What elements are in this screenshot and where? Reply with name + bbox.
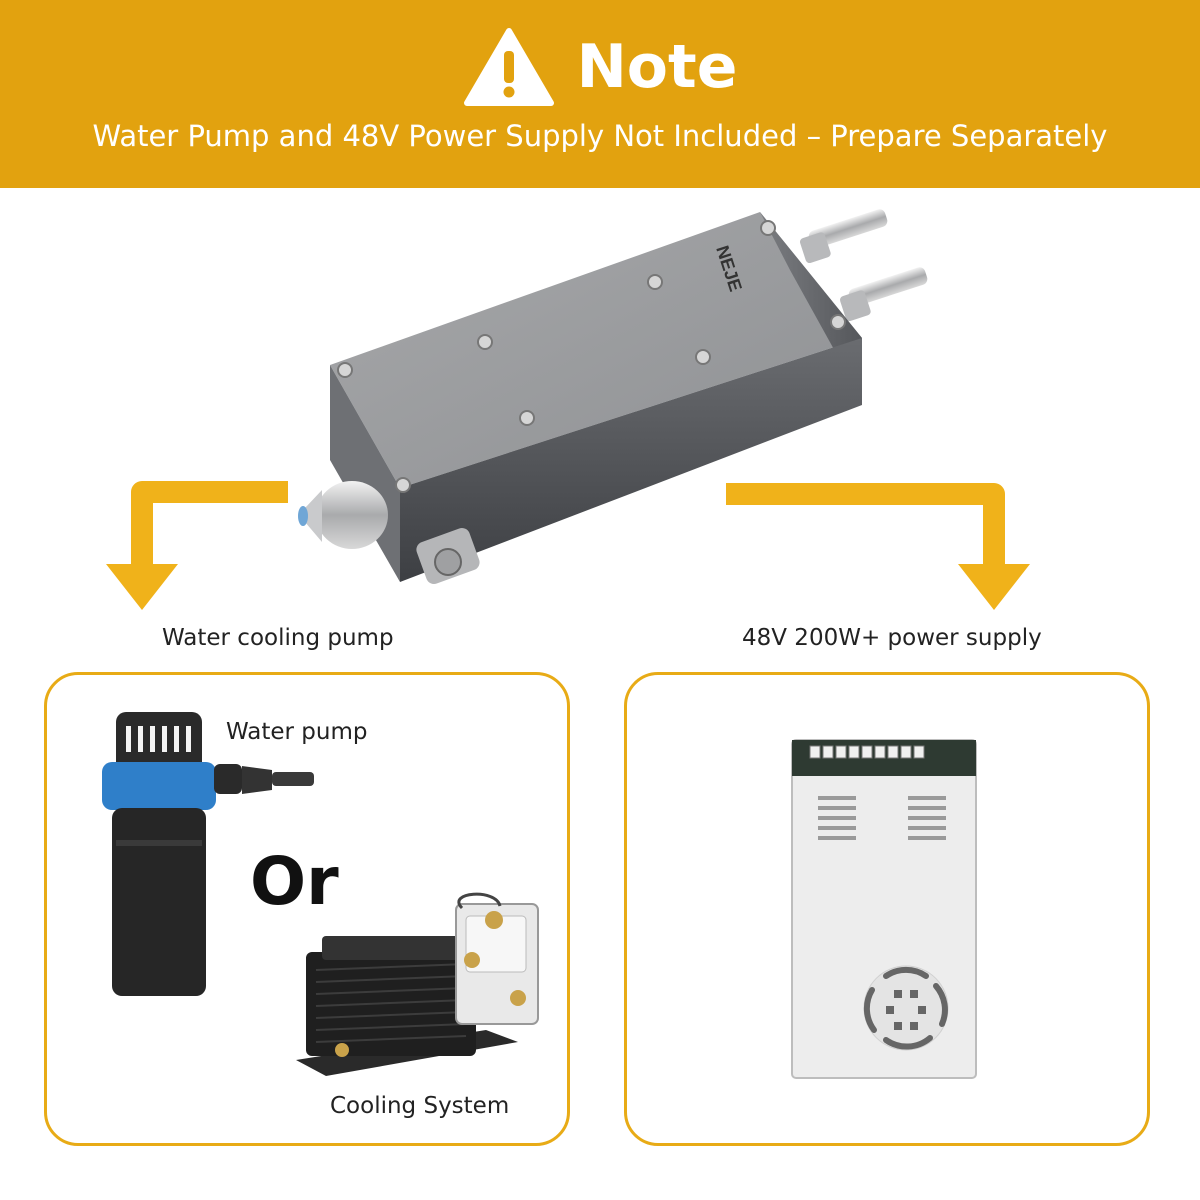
- water-cooling-pump-heading: Water cooling pump: [162, 625, 394, 651]
- water-pump-label: Water pump: [226, 719, 368, 745]
- laser-nozzle: [298, 481, 388, 549]
- left-arrow-icon: [106, 481, 288, 610]
- power-supply-image: [791, 739, 977, 1079]
- note-banner: Note Water Pump and 48V Power Supply Not…: [0, 0, 1200, 188]
- note-title-row: Note: [0, 26, 1200, 108]
- hose-barb-top: [799, 209, 888, 264]
- warning-icon: [463, 28, 554, 106]
- side-fitting: [416, 528, 480, 584]
- banner-subtitle: Water Pump and 48V Power Supply Not Incl…: [92, 119, 1108, 153]
- or-label: Or: [250, 843, 339, 920]
- hose-barb-bottom: [839, 267, 928, 322]
- cooling-system-label: Cooling System: [330, 1093, 510, 1119]
- note-title: Note: [576, 32, 738, 102]
- right-arrow-icon: [726, 483, 1030, 610]
- cooling-system-image: [296, 892, 539, 1076]
- water-pump-image: [102, 712, 314, 996]
- power-supply-heading: 48V 200W+ power supply: [742, 625, 1042, 651]
- laser-module-image: NEJE: [298, 209, 928, 584]
- fan-grille-icon: [863, 965, 949, 1051]
